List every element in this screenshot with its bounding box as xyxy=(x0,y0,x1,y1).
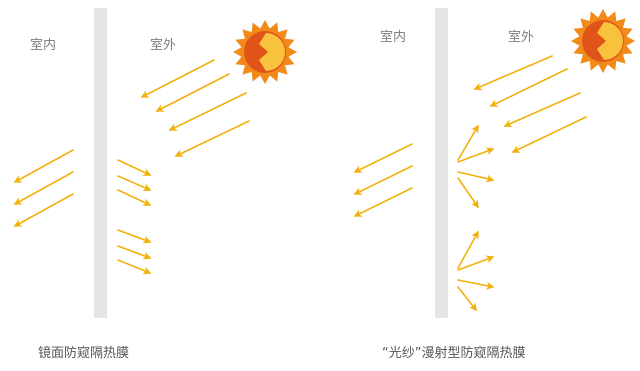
panel-2-diffused-arrow xyxy=(457,177,479,209)
panel-1-reflected-arrow xyxy=(117,175,152,192)
panel-1-incoming-arrow xyxy=(155,73,230,112)
panel-1-incoming-arrow xyxy=(174,120,250,157)
panel-1-reflected-arrow xyxy=(117,189,152,206)
panel-2-diffused-arrow xyxy=(457,230,479,269)
panel-1-transmitted-arrow xyxy=(13,193,74,227)
panel-1-reflected-arrow xyxy=(117,245,152,260)
panel-2-diffused-arrow xyxy=(457,124,479,161)
panel-1-reflected-arrow xyxy=(117,159,152,176)
panel-2-transmitted-arrow xyxy=(353,165,413,195)
panel-2-caption: “光纱”漫射型防窥隔热膜 xyxy=(382,346,526,361)
panel-2-diffused-arrow xyxy=(457,279,495,290)
panel-2-diffused-arrow xyxy=(457,255,495,271)
panel-2-indoor-label: 室内 xyxy=(380,30,407,45)
panel-2-sun-icon xyxy=(571,9,635,73)
panel-1-incoming-arrow xyxy=(140,59,215,98)
panel-2-transmitted-arrow xyxy=(353,143,413,173)
panel-1-outdoor-label: 室外 xyxy=(150,38,177,53)
panel-2-transmitted-arrow xyxy=(353,187,413,217)
panel-1-caption: 镜面防窥隔热膜 xyxy=(38,346,130,361)
panel-2-diffused-arrow xyxy=(457,286,477,312)
panel-2-incoming-arrow xyxy=(511,116,587,153)
glass-pane-1 xyxy=(94,8,107,318)
panel-1-sun-icon xyxy=(233,20,297,84)
panel-2-outdoor-label: 室外 xyxy=(508,30,535,45)
panel-2-incoming-arrow xyxy=(503,92,581,128)
sun-highlight xyxy=(259,33,285,71)
panel-1-transmitted-arrow xyxy=(13,149,74,183)
glass-pane-2 xyxy=(435,8,448,318)
panel-2-diffused-arrow xyxy=(457,147,495,163)
panel-2-incoming-arrow xyxy=(489,68,568,107)
panel-1-reflected-arrow xyxy=(117,259,152,275)
panel-1-transmitted-arrow xyxy=(13,171,74,205)
panel-1-reflected-arrow xyxy=(117,229,152,244)
panel-1-indoor-label: 室内 xyxy=(30,38,57,53)
panel-2-diffused-arrow xyxy=(457,171,495,183)
panel-1-incoming-arrow xyxy=(168,92,247,131)
sun-highlight xyxy=(597,22,623,60)
panel-2-incoming-arrow xyxy=(473,55,553,91)
